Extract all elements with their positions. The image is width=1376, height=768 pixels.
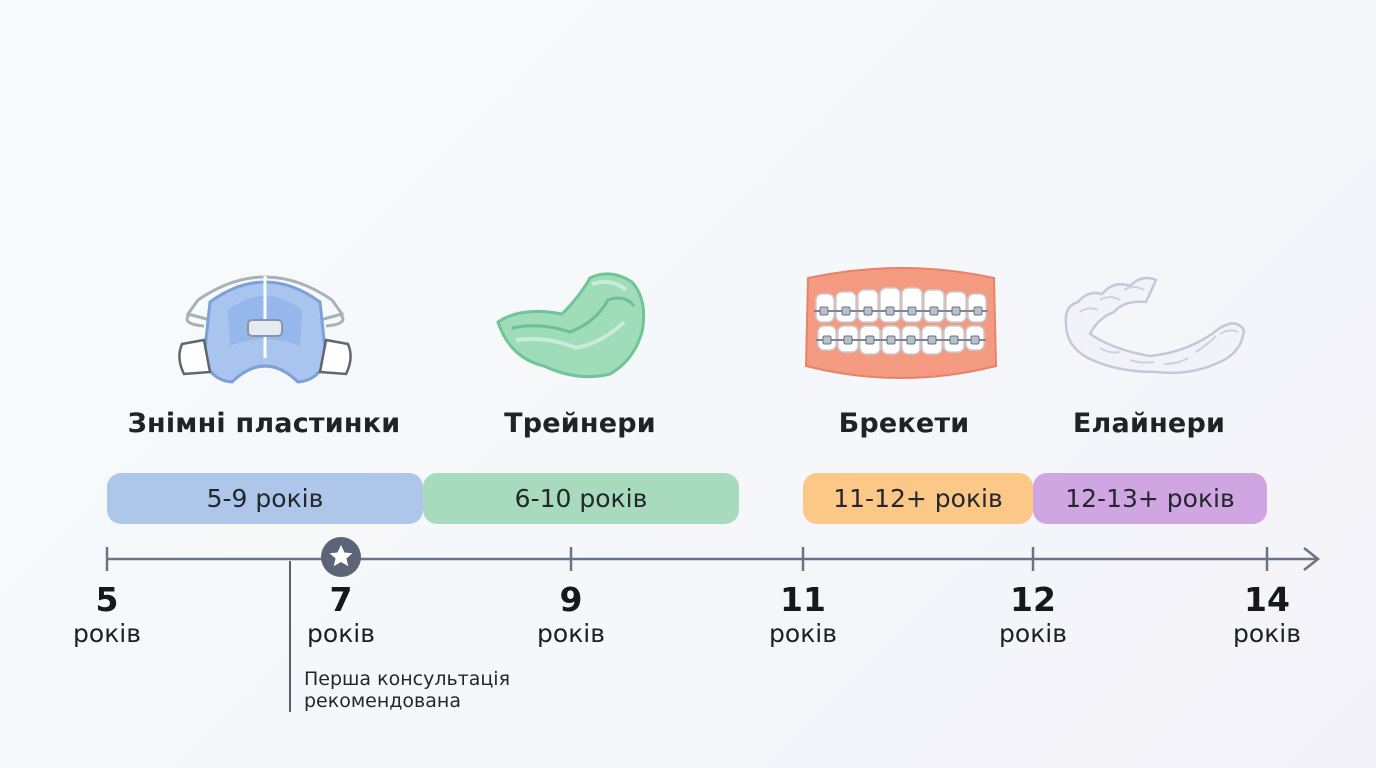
tick-label-unit: років xyxy=(307,619,375,648)
age-range-bar-removable-plates: 5-9 років xyxy=(107,473,423,524)
tick-label-age: 7 xyxy=(329,580,353,619)
treatment-title-braces: Брекети xyxy=(838,408,970,439)
age-range-label: 11-12+ років xyxy=(833,484,1003,513)
treatment-title-aligners: Елайнери xyxy=(1072,408,1226,439)
age-range-bar-braces: 11-12+ років xyxy=(803,473,1033,524)
tick-label-unit: років xyxy=(999,619,1067,648)
consultation-note-line2: рекомендована xyxy=(304,690,461,712)
tick-label-unit: років xyxy=(73,619,141,648)
age-range-label: 6-10 років xyxy=(514,484,648,513)
axis-arrowhead xyxy=(1303,547,1321,571)
tick-label-unit: років xyxy=(769,619,837,648)
treatment-title-trainers: Трейнери xyxy=(504,408,656,439)
age-range-label: 12-13+ років xyxy=(1065,484,1235,513)
aligner-icon xyxy=(1064,276,1246,375)
tick-label-age: 5 xyxy=(95,580,119,619)
consultation-note-line1: Перша консультація xyxy=(304,668,511,690)
consultation-note: Перша консультація рекомендована xyxy=(304,668,510,712)
trainer-icon xyxy=(496,272,646,379)
tick-label-age: 11 xyxy=(780,580,826,619)
removable-plate-icon xyxy=(178,275,352,384)
tick-label-age: 14 xyxy=(1244,580,1290,619)
treatment-title-removable-plates: Знімні пластинки xyxy=(127,408,401,439)
star-icon xyxy=(329,545,353,567)
tick-label-unit: років xyxy=(1233,619,1301,648)
tick-label-age: 9 xyxy=(559,580,583,619)
consultation-marker xyxy=(321,537,361,577)
age-range-bar-trainers: 6-10 років xyxy=(423,473,739,524)
tick-label-age: 12 xyxy=(1010,580,1056,619)
braces-icon xyxy=(804,267,998,379)
age-range-label: 5-9 років xyxy=(206,484,324,513)
tick-label-unit: років xyxy=(537,619,605,648)
age-range-bar-aligners: 12-13+ років xyxy=(1033,473,1267,524)
